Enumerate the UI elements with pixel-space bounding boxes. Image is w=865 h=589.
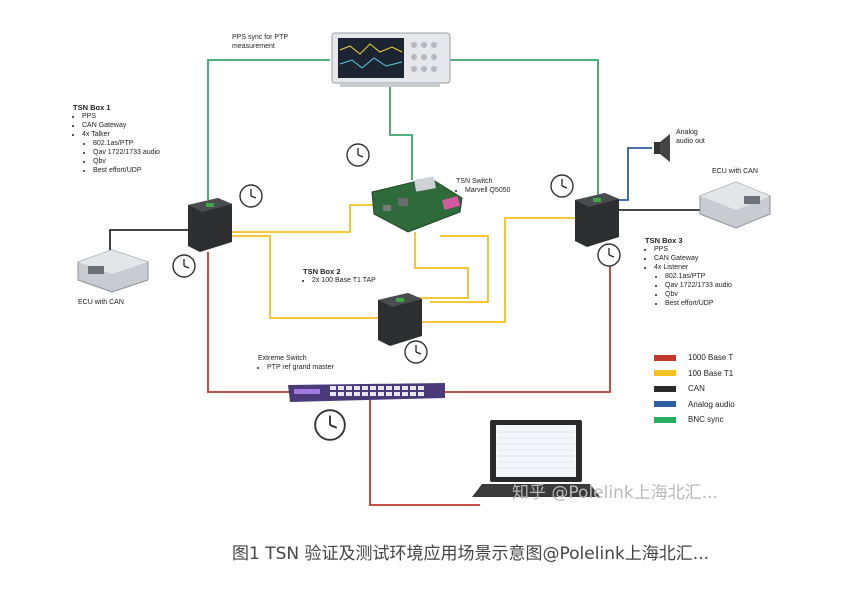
tsn-box-3-item: CAN Gateway bbox=[654, 254, 775, 263]
gigabit-lines bbox=[207, 250, 611, 506]
tsn-box-3-subitem: Qav 1722/1733 audio bbox=[665, 281, 775, 290]
tsn-box-3-item: 4x Listener bbox=[654, 263, 775, 272]
legend-row: Analog audio bbox=[654, 397, 735, 413]
tsn-box-3-label: TSN Box 3 PPS CAN Gateway 4x Listener 80… bbox=[645, 236, 775, 308]
watermark: 知乎 @Polelink上海北汇... bbox=[512, 483, 718, 503]
ecu-left-label: ECU with CAN bbox=[78, 299, 124, 306]
tsn-box-3-item: PPS bbox=[654, 245, 775, 254]
tsn-box-1-subitem: Best effort/UDP bbox=[93, 166, 203, 175]
legend-row: CAN bbox=[654, 381, 735, 397]
tsn-box-3-subitem: Qbv bbox=[665, 290, 775, 299]
legend: 1000 Base T 100 Base T1 CAN Analog audio… bbox=[654, 350, 735, 428]
tsn-box-1-title: TSN Box 1 bbox=[73, 103, 111, 112]
tsn-box-1-item: CAN Gateway bbox=[82, 121, 203, 130]
tsn-switch-label: TSN Switch Marvell Q5050 bbox=[456, 177, 546, 195]
legend-swatch bbox=[654, 385, 676, 392]
pps-label: PPS sync for PTP measurement bbox=[232, 34, 288, 50]
tsn-box-2-label: TSN Box 2 2x 100 Base T1 TAP bbox=[303, 267, 413, 285]
speaker-icon bbox=[654, 134, 670, 162]
extreme-switch-label: Extreme Switch PTP ref grand master bbox=[258, 354, 368, 372]
oscilloscope bbox=[331, 32, 451, 87]
tsn-switch-item: Marvell Q5050 bbox=[465, 186, 546, 195]
legend-label: 100 Base T1 bbox=[688, 368, 734, 378]
legend-label: CAN bbox=[688, 384, 705, 394]
legend-label: Analog audio bbox=[688, 399, 735, 409]
tsn-box-3-title: TSN Box 3 bbox=[645, 236, 683, 245]
tsn-box-1-device bbox=[188, 198, 232, 252]
laptop bbox=[472, 420, 600, 497]
bnc-sync-lines bbox=[207, 59, 599, 200]
figure-caption: 图1 TSN 验证及测试环境应用场景示意图@Polelink上海北汇... bbox=[232, 544, 710, 564]
extreme-switch-title: Extreme Switch bbox=[258, 355, 307, 362]
legend-swatch bbox=[654, 401, 676, 408]
tsn-box-1-label: TSN Box 1 PPS CAN Gateway 4x Talker 802.… bbox=[73, 103, 203, 175]
clock-icon bbox=[239, 184, 263, 208]
tsn-box-2-title: TSN Box 2 bbox=[303, 267, 341, 276]
legend-swatch bbox=[654, 416, 676, 423]
tsn-switch-board bbox=[371, 176, 463, 233]
tsn-box-3-device bbox=[575, 193, 619, 247]
audio-lines bbox=[610, 147, 652, 201]
t1-lines bbox=[232, 204, 575, 323]
tsn-box-2-item: 2x 100 Base T1 TAP bbox=[312, 276, 413, 285]
can-lines bbox=[109, 209, 700, 250]
tsn-box-1-subitem: 802.1as/PTP bbox=[93, 139, 203, 148]
tsn-box-1-subitem: Qav 1722/1733 audio bbox=[93, 148, 203, 157]
tsn-box-1-item: PPS bbox=[82, 112, 203, 121]
tsn-box-3-subitem: Best effort/UDP bbox=[665, 299, 775, 308]
clock-icon bbox=[346, 143, 370, 167]
legend-swatch bbox=[654, 354, 676, 361]
legend-row: BNC sync bbox=[654, 412, 735, 428]
legend-row: 1000 Base T bbox=[654, 350, 735, 366]
clock-icon bbox=[314, 409, 346, 441]
extreme-switch-item: PTP ref grand master bbox=[267, 363, 368, 372]
clock-icon bbox=[550, 174, 574, 198]
clock-icon bbox=[597, 243, 621, 267]
clock-icon bbox=[172, 254, 196, 278]
ecu-right-label: ECU with CAN bbox=[712, 168, 758, 175]
tsn-box-2-device bbox=[378, 293, 422, 346]
legend-swatch bbox=[654, 370, 676, 377]
legend-label: 1000 Base T bbox=[688, 353, 734, 363]
ecu-left-device bbox=[77, 249, 149, 293]
analog-audio-label: Analog audio out bbox=[676, 129, 705, 145]
legend-row: 100 Base T1 bbox=[654, 366, 735, 382]
clock-icon bbox=[404, 340, 428, 364]
tsn-switch-title: TSN Switch bbox=[456, 178, 493, 185]
tsn-box-1-item: 4x Talker bbox=[82, 130, 203, 139]
legend-label: BNC sync bbox=[688, 415, 724, 425]
ecu-right-device bbox=[699, 181, 771, 229]
tsn-box-3-subitem: 802.1as/PTP bbox=[665, 272, 775, 281]
tsn-box-1-subitem: Qbv bbox=[93, 157, 203, 166]
extreme-switch-device bbox=[288, 383, 445, 402]
